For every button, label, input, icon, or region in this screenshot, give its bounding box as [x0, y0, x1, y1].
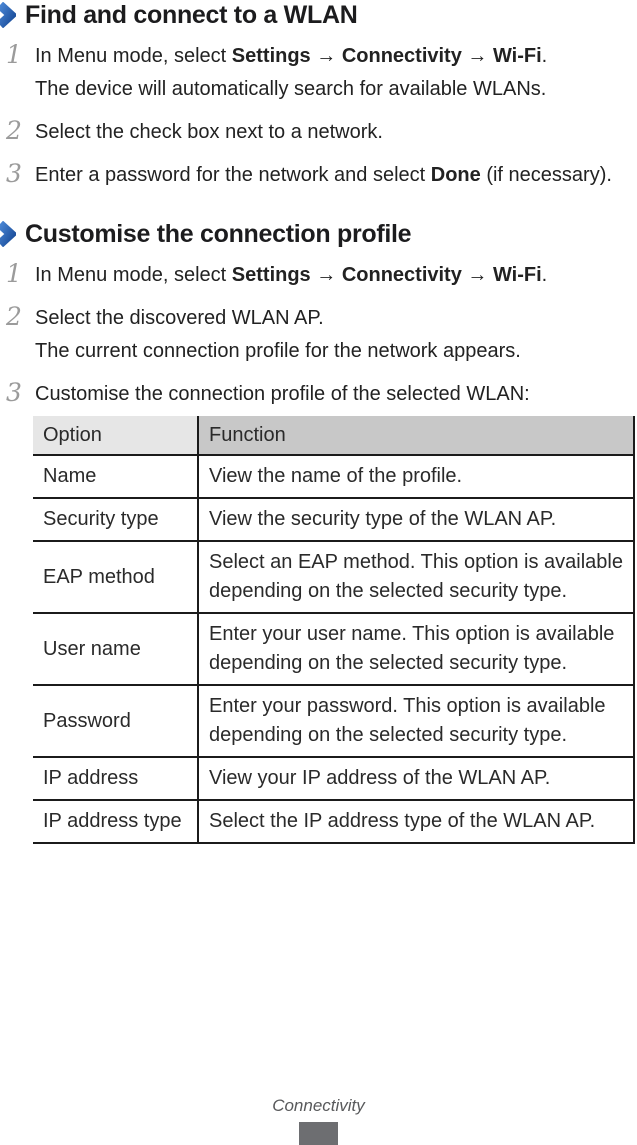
- table-row: Security type View the security type of …: [33, 498, 635, 542]
- step-list: 1 In Menu mode, select Settings → Connec…: [0, 40, 637, 189]
- page-number-box: [299, 1122, 338, 1145]
- table-header-function: Function: [198, 416, 635, 456]
- footer-chapter-label: Connectivity: [272, 1096, 365, 1115]
- list-item: 2 Select the discovered WLAN AP. The cur…: [0, 302, 637, 365]
- option-cell: Name: [33, 455, 199, 499]
- table-row: IP address type Select the IP address ty…: [33, 800, 635, 844]
- list-item: 2 Select the check box next to a network…: [0, 116, 637, 146]
- step-number: 3: [6, 159, 22, 188]
- section-title: Customise the connection profile: [25, 220, 412, 248]
- function-cell: Enter your password. This option is avai…: [198, 685, 635, 758]
- step-text: Enter a password for the network and sel…: [35, 164, 612, 186]
- function-cell: Select an EAP method. This option is ava…: [198, 541, 635, 614]
- table-row: Password Enter your password. This optio…: [33, 685, 635, 758]
- option-cell: EAP method: [33, 541, 199, 614]
- step-number: 2: [6, 116, 22, 145]
- table-header-row: Option Function: [33, 416, 635, 456]
- step-continuation: The current connection profile for the n…: [35, 340, 521, 362]
- step-number: 1: [6, 259, 22, 288]
- step-text: Customise the connection profile of the …: [35, 383, 530, 405]
- section-find-and-connect: Find and connect to a WLAN 1 In Menu mod…: [0, 0, 637, 189]
- list-item: 1 In Menu mode, select Settings → Connec…: [0, 40, 637, 103]
- chevron-right-icon: [0, 220, 18, 248]
- step-continuation: The device will automatically search for…: [35, 78, 547, 100]
- list-item: 3 Customise the connection profile of th…: [0, 378, 637, 408]
- section-heading: Customise the connection profile: [0, 219, 637, 249]
- function-cell: View the security type of the WLAN AP.: [198, 498, 635, 542]
- table-row: EAP method Select an EAP method. This op…: [33, 541, 635, 614]
- step-number: 3: [6, 378, 22, 407]
- step-list: 1 In Menu mode, select Settings → Connec…: [0, 259, 637, 408]
- options-table: Option Function Name View the name of th…: [33, 416, 635, 844]
- function-cell: View the name of the profile.: [198, 455, 635, 499]
- option-cell: User name: [33, 613, 199, 686]
- option-cell: Security type: [33, 498, 199, 542]
- list-item: 3 Enter a password for the network and s…: [0, 159, 637, 189]
- step-text: In Menu mode, select Settings → Connecti…: [35, 264, 548, 286]
- step-number: 1: [6, 40, 22, 69]
- function-cell: View your IP address of the WLAN AP.: [198, 757, 635, 801]
- option-cell: Password: [33, 685, 199, 758]
- table-row: User name Enter your user name. This opt…: [33, 613, 635, 686]
- table-row: Name View the name of the profile.: [33, 455, 635, 499]
- step-text: In Menu mode, select Settings → Connecti…: [35, 45, 548, 67]
- chevron-right-icon: [0, 1, 18, 29]
- section-customise-profile: Customise the connection profile 1 In Me…: [0, 219, 637, 408]
- list-item: 1 In Menu mode, select Settings → Connec…: [0, 259, 637, 289]
- table-row: IP address View your IP address of the W…: [33, 757, 635, 801]
- function-cell: Select the IP address type of the WLAN A…: [198, 800, 635, 844]
- step-text: Select the check box next to a network.: [35, 121, 383, 143]
- table-header-option: Option: [33, 416, 199, 456]
- option-cell: IP address: [33, 757, 199, 801]
- section-title: Find and connect to a WLAN: [25, 1, 358, 29]
- option-cell: IP address type: [33, 800, 199, 844]
- section-heading: Find and connect to a WLAN: [0, 0, 637, 30]
- step-number: 2: [6, 302, 22, 331]
- function-cell: Enter your user name. This option is ava…: [198, 613, 635, 686]
- step-text: Select the discovered WLAN AP.: [35, 307, 324, 329]
